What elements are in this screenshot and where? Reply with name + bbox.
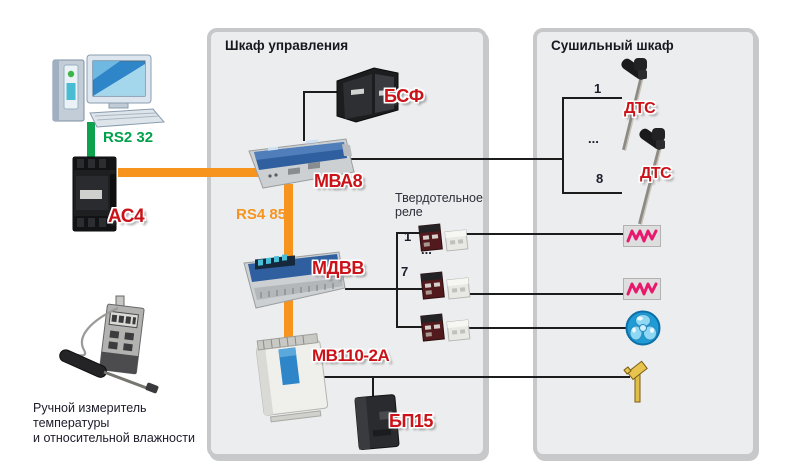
rs232-label: RS2 32 [103,129,154,146]
mva8-bsf-line-h [303,91,338,93]
dts-label-2: ДТС [640,165,672,182]
ac4-device [72,156,117,232]
dts-sensor-1-icon [621,58,647,151]
ssr3-fan-line [466,327,628,329]
ac4-mva8-line [118,168,258,177]
ssr-relay-8-icon [420,313,471,342]
bp15-drop-line [372,376,374,398]
fan-icon [625,310,661,346]
ssr-ellipsis: ... [421,242,432,257]
mv110-device [255,333,329,423]
bsf-device [336,67,399,123]
ssr-bracket-bottom [396,326,423,328]
meter-caption: Ручной измеритель температуры и относите… [33,401,195,445]
handheld-meter-icon [59,295,159,394]
ssr7-heater2-line [466,293,624,295]
computer-icon [52,54,166,128]
bsf-label: БСФ [384,86,424,106]
heater-2-icon [623,278,661,300]
meter-caption-line2: температуры [33,415,110,430]
bp15-label: БП15 [389,411,433,431]
ssr-bracket-v [396,232,398,328]
mv110-label: МВ110-2А [312,346,390,365]
mva8-label: МВА8 [314,171,363,191]
ssr-number-7: 7 [401,264,409,279]
mdvv-ssr-line [345,288,422,290]
rs485-label: RS4 85 [236,206,287,223]
mva8-bsf-line-v [303,91,305,141]
bp15-device [354,394,400,450]
rs232-line [87,122,95,162]
sensor-number-8: 8 [596,171,604,186]
dts-bracket-top [562,97,622,99]
ssr-relay-7-icon [420,271,471,300]
ac4-label: АС4 [108,206,145,227]
mva8-device [248,138,355,189]
ssr-relay-1-icon [418,223,469,252]
ssr-bracket-top [396,232,423,234]
heater-1-icon [623,225,661,247]
drying-cabinet-box: Сушильный шкаф [533,28,757,458]
ssr1-heater1-line [466,233,624,235]
dts-bracket-v [562,97,564,194]
ssr-caption-line1: Твердотельное [395,191,483,205]
drying-cabinet-title: Сушильный шкаф [551,38,674,53]
dts-sensor-2-icon [638,128,665,225]
lamp-icon [623,360,648,403]
mva8-dts-line [350,158,564,160]
control-cabinet-title: Шкаф управления [225,38,349,53]
dts-label-1: ДТС [624,100,656,117]
sensor-number-1: 1 [594,81,602,96]
ssr-caption: Твердотельное реле [395,191,483,220]
meter-caption-line1: Ручной измеритель [33,401,147,415]
sensor-ellipsis: ... [588,131,599,146]
mdvv-label: МДВВ [312,258,364,278]
mv110-lamp-line [318,376,630,378]
mdvv-device [243,251,346,309]
ssr-caption-line2: реле [395,204,423,219]
dts-bracket-bottom [562,192,622,194]
ssr-number-1: 1 [404,229,412,244]
meter-caption-line3: и относительной влажности [33,430,195,445]
